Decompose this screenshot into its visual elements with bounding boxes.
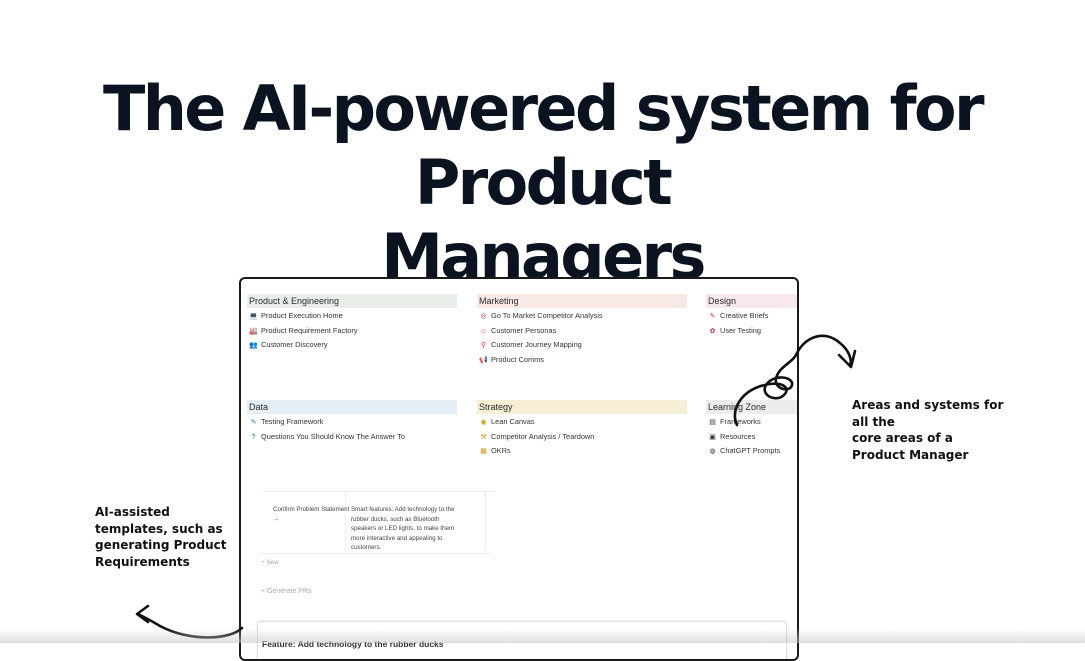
link-customer-discovery[interactable]: 👥Customer Discovery <box>249 339 327 351</box>
persona-icon: ☺ <box>479 328 488 335</box>
flower-icon: ✿ <box>709 328 716 335</box>
link-customer-journey-mapping[interactable]: ⚲Customer Journey Mapping <box>479 339 582 351</box>
link-lean-canvas[interactable]: ◉Lean Canvas <box>479 416 534 428</box>
question-icon: ? <box>251 434 256 441</box>
laptop-icon: 💻 <box>249 313 258 320</box>
pencil-icon: ✎ <box>709 313 716 320</box>
open-row-arrow[interactable]: → <box>273 515 280 523</box>
link-chatgpt-prompts[interactable]: ◍ChatGPT Prompts <box>708 445 780 457</box>
table-row-top-border <box>263 491 495 492</box>
section-data-header: Data <box>247 400 457 414</box>
link-customer-personas[interactable]: ☺Customer Personas <box>479 325 556 337</box>
chat-icon: ◍ <box>709 448 716 455</box>
table-cell-name: Confirm Problem Statement <box>273 506 350 513</box>
section-design-header: Design <box>706 294 797 308</box>
generate-prs-button[interactable]: + Generate PRs <box>261 588 312 595</box>
table-col-divider-2 <box>485 491 486 551</box>
arrow-right-icon <box>733 334 857 427</box>
hero-title-line1: The AI-powered system for Product <box>103 72 985 219</box>
hero-title: The AI-powered system for Product Manage… <box>0 72 1085 294</box>
people-icon: 👥 <box>249 342 258 349</box>
link-frameworks[interactable]: ▤Frameworks <box>708 416 760 428</box>
link-go-to-market[interactable]: ◎Go To Market Competitor Analysis <box>479 310 602 322</box>
chart-icon: ▤ <box>709 419 716 426</box>
link-product-comms[interactable]: 📢Product Comms <box>479 354 544 366</box>
section-strategy-header: Strategy <box>477 400 687 414</box>
link-testing-framework[interactable]: ✎Testing Framework <box>249 416 324 428</box>
link-competitor-analysis[interactable]: ⚒Competitor Analysis / Teardown <box>479 431 594 443</box>
link-product-requirement-factory[interactable]: 🏭Product Requirement Factory <box>249 325 357 337</box>
table-col-divider <box>345 491 346 551</box>
section-product-engineering-header: Product & Engineering <box>247 294 457 308</box>
megaphone-icon: 📢 <box>479 357 488 364</box>
table-row[interactable]: Confirm Problem Statement → <box>273 505 349 524</box>
link-creative-briefs[interactable]: ✎Creative Briefs <box>708 310 769 322</box>
table-row-bottom-border <box>259 553 491 554</box>
bottom-fade <box>0 628 1085 643</box>
book-icon: ▣ <box>709 434 716 441</box>
map-pin-icon: ⚲ <box>480 342 487 349</box>
calendar-icon: ▦ <box>480 448 487 455</box>
annotation-right: Areas and systems for all the core areas… <box>852 398 1004 462</box>
link-user-testing[interactable]: ✿User Testing <box>708 325 761 337</box>
pencil-icon: ✎ <box>250 419 257 426</box>
new-row-button[interactable]: + New <box>261 559 279 566</box>
link-questions[interactable]: ?Questions You Should Know The Answer To <box>249 431 405 443</box>
target-icon: ◎ <box>480 313 487 320</box>
factory-icon: 🏭 <box>249 328 258 335</box>
link-resources[interactable]: ▣Resources <box>708 431 755 443</box>
link-okrs[interactable]: ▦OKRs <box>479 445 511 457</box>
link-product-execution-home[interactable]: 💻Product Execution Home <box>249 310 343 322</box>
section-marketing-header: Marketing <box>477 294 687 308</box>
table-cell-description: Smart features: Add technology to the ru… <box>351 506 455 552</box>
annotation-left: AI-assisted templates, such as generatin… <box>95 505 227 569</box>
chart-icon: ◉ <box>480 419 487 426</box>
hammer-icon: ⚒ <box>480 434 487 441</box>
